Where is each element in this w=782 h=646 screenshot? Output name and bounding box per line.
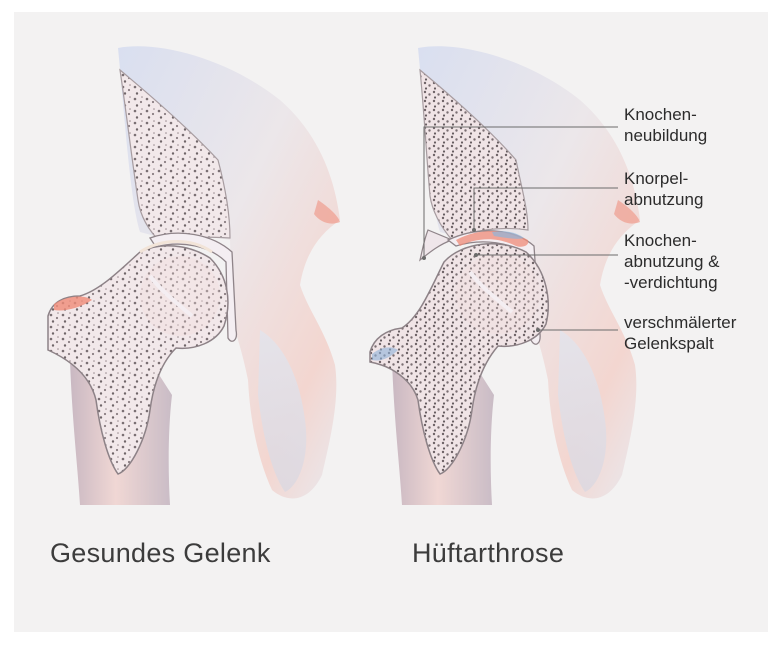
arthrosis-joint — [370, 46, 640, 505]
label-bone-wear: Knochen- abnutzung & -verdichtung — [624, 230, 719, 293]
label-cartilage-wear: Knorpel- abnutzung — [624, 168, 703, 210]
label-new-bone: Knochen- neubildung — [624, 104, 707, 146]
healthy-joint — [48, 46, 340, 505]
caption-arthrosis: Hüftarthrose — [412, 538, 564, 569]
label-narrowed-gap: verschmälerter Gelenkspalt — [624, 312, 736, 354]
caption-healthy: Gesundes Gelenk — [50, 538, 271, 569]
